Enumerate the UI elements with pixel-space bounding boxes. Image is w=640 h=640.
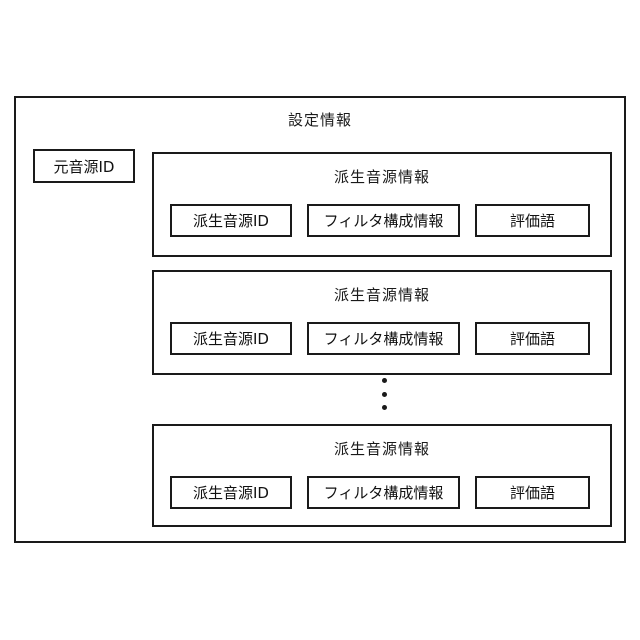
evaluation-word-box: 評価語 — [475, 322, 590, 355]
derived-source-group-row: 派生音源ID フィルタ構成情報 評価語 — [170, 204, 590, 237]
filter-config-info-box: フィルタ構成情報 — [307, 322, 460, 355]
ellipsis-dot — [381, 405, 387, 410]
filter-config-info-box: フィルタ構成情報 — [307, 476, 460, 509]
derived-source-group-title: 派生音源情報 — [333, 168, 430, 186]
filter-config-info-box: フィルタ構成情報 — [307, 204, 460, 237]
derived-source-group-2: 派生音源情報 派生音源ID フィルタ構成情報 評価語 — [152, 270, 612, 375]
derived-source-id-box: 派生音源ID — [170, 204, 292, 237]
settings-info-box: 設定情報 元音源ID 派生音源情報 派生音源ID フィルタ構成情報 評価語 派生… — [14, 96, 626, 543]
derived-source-group-3: 派生音源情報 派生音源ID フィルタ構成情報 評価語 — [152, 424, 612, 527]
vertical-ellipsis-icon — [379, 378, 389, 410]
derived-source-group-1: 派生音源情報 派生音源ID フィルタ構成情報 評価語 — [152, 152, 612, 257]
ellipsis-dot — [381, 378, 387, 383]
evaluation-word-box: 評価語 — [475, 204, 590, 237]
evaluation-word-box: 評価語 — [475, 476, 590, 509]
derived-source-group-title: 派生音源情報 — [333, 286, 430, 304]
original-source-id-box: 元音源ID — [33, 149, 135, 183]
derived-source-group-row: 派生音源ID フィルタ構成情報 評価語 — [170, 322, 590, 355]
derived-source-group-title: 派生音源情報 — [333, 440, 430, 458]
settings-info-title: 設定情報 — [287, 111, 352, 129]
derived-source-id-box: 派生音源ID — [170, 476, 292, 509]
derived-source-group-row: 派生音源ID フィルタ構成情報 評価語 — [170, 476, 590, 509]
derived-source-id-box: 派生音源ID — [170, 322, 292, 355]
ellipsis-dot — [381, 391, 387, 397]
